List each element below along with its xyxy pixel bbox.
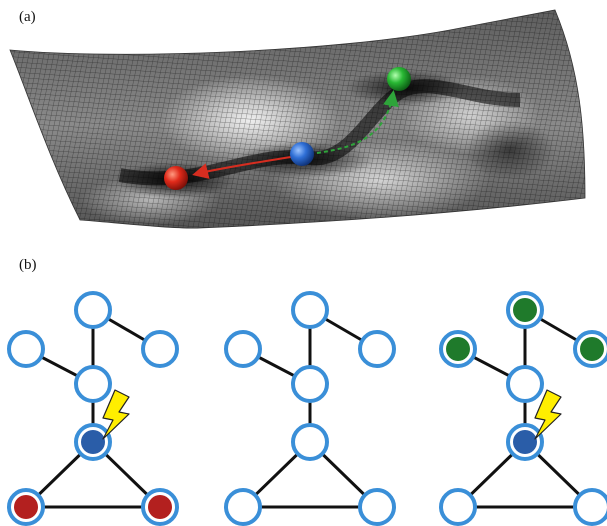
graph-node-mid — [74, 365, 112, 403]
graph-node-fill-green — [580, 337, 604, 361]
graph-node-center — [74, 423, 112, 461]
graph-edge-center-bottom-left — [456, 440, 527, 509]
graph-node-left — [7, 330, 45, 368]
blue-ball — [290, 142, 314, 166]
graph-edge-left-mid — [242, 347, 311, 386]
red-ball — [164, 166, 188, 190]
landscape-surface — [10, 10, 585, 229]
graph-node-mid — [291, 365, 329, 403]
graph-node-top — [291, 291, 329, 329]
lightning-icon — [102, 389, 130, 440]
panel-a-label: (a) — [19, 9, 36, 25]
graph-node-bottom-right — [141, 488, 179, 526]
graph-node-right — [573, 330, 607, 368]
graph-node-bottom-left — [7, 488, 45, 526]
graph-node-left — [224, 330, 262, 368]
graph-edge-top-right — [524, 308, 593, 351]
arrow-blue-to-green — [316, 90, 399, 154]
graph-edge-center-bottom-left — [24, 440, 95, 509]
graph-node-top — [506, 291, 544, 329]
graph-node-bottom-left — [224, 488, 262, 526]
graph-node-center — [291, 423, 329, 461]
graph-node-fill-green — [513, 298, 537, 322]
graph-node-fill-red — [14, 495, 38, 519]
graph-edge-center-bottom-right — [91, 440, 162, 509]
graph-node-fill-red — [148, 495, 172, 519]
graph-left — [7, 291, 179, 526]
graph-node-left — [439, 330, 477, 368]
arrow-blue-to-red — [192, 156, 292, 179]
graph-edge-left-mid — [457, 347, 526, 386]
graph-edge-top-right — [92, 308, 161, 351]
green-ball — [387, 67, 411, 91]
landscape-outline — [9, 9, 586, 229]
graph-node-fill-green — [446, 337, 470, 361]
graph-edge-left-mid — [25, 347, 94, 386]
graph-node-center — [506, 423, 544, 461]
graph-edge-center-bottom-right — [523, 440, 594, 509]
graph-middle — [224, 291, 396, 526]
graph-node-right — [141, 330, 179, 368]
graph-node-fill-blue — [513, 430, 537, 454]
graph-node-top — [74, 291, 112, 329]
panel-b-label: (b) — [19, 257, 37, 273]
graph-right — [439, 291, 607, 526]
graph-node-bottom-right — [573, 488, 607, 526]
graph-node-bottom-left — [439, 488, 477, 526]
graph-edge-center-bottom-right — [308, 440, 379, 509]
energy-landscape — [9, 9, 586, 229]
graph-node-bottom-right — [358, 488, 396, 526]
graph-edge-center-bottom-left — [241, 440, 312, 509]
graph-node-mid — [506, 365, 544, 403]
lightning-icon — [534, 389, 562, 440]
graph-edge-top-right — [309, 308, 378, 351]
graph-node-right — [358, 330, 396, 368]
graph-node-fill-blue — [81, 430, 105, 454]
